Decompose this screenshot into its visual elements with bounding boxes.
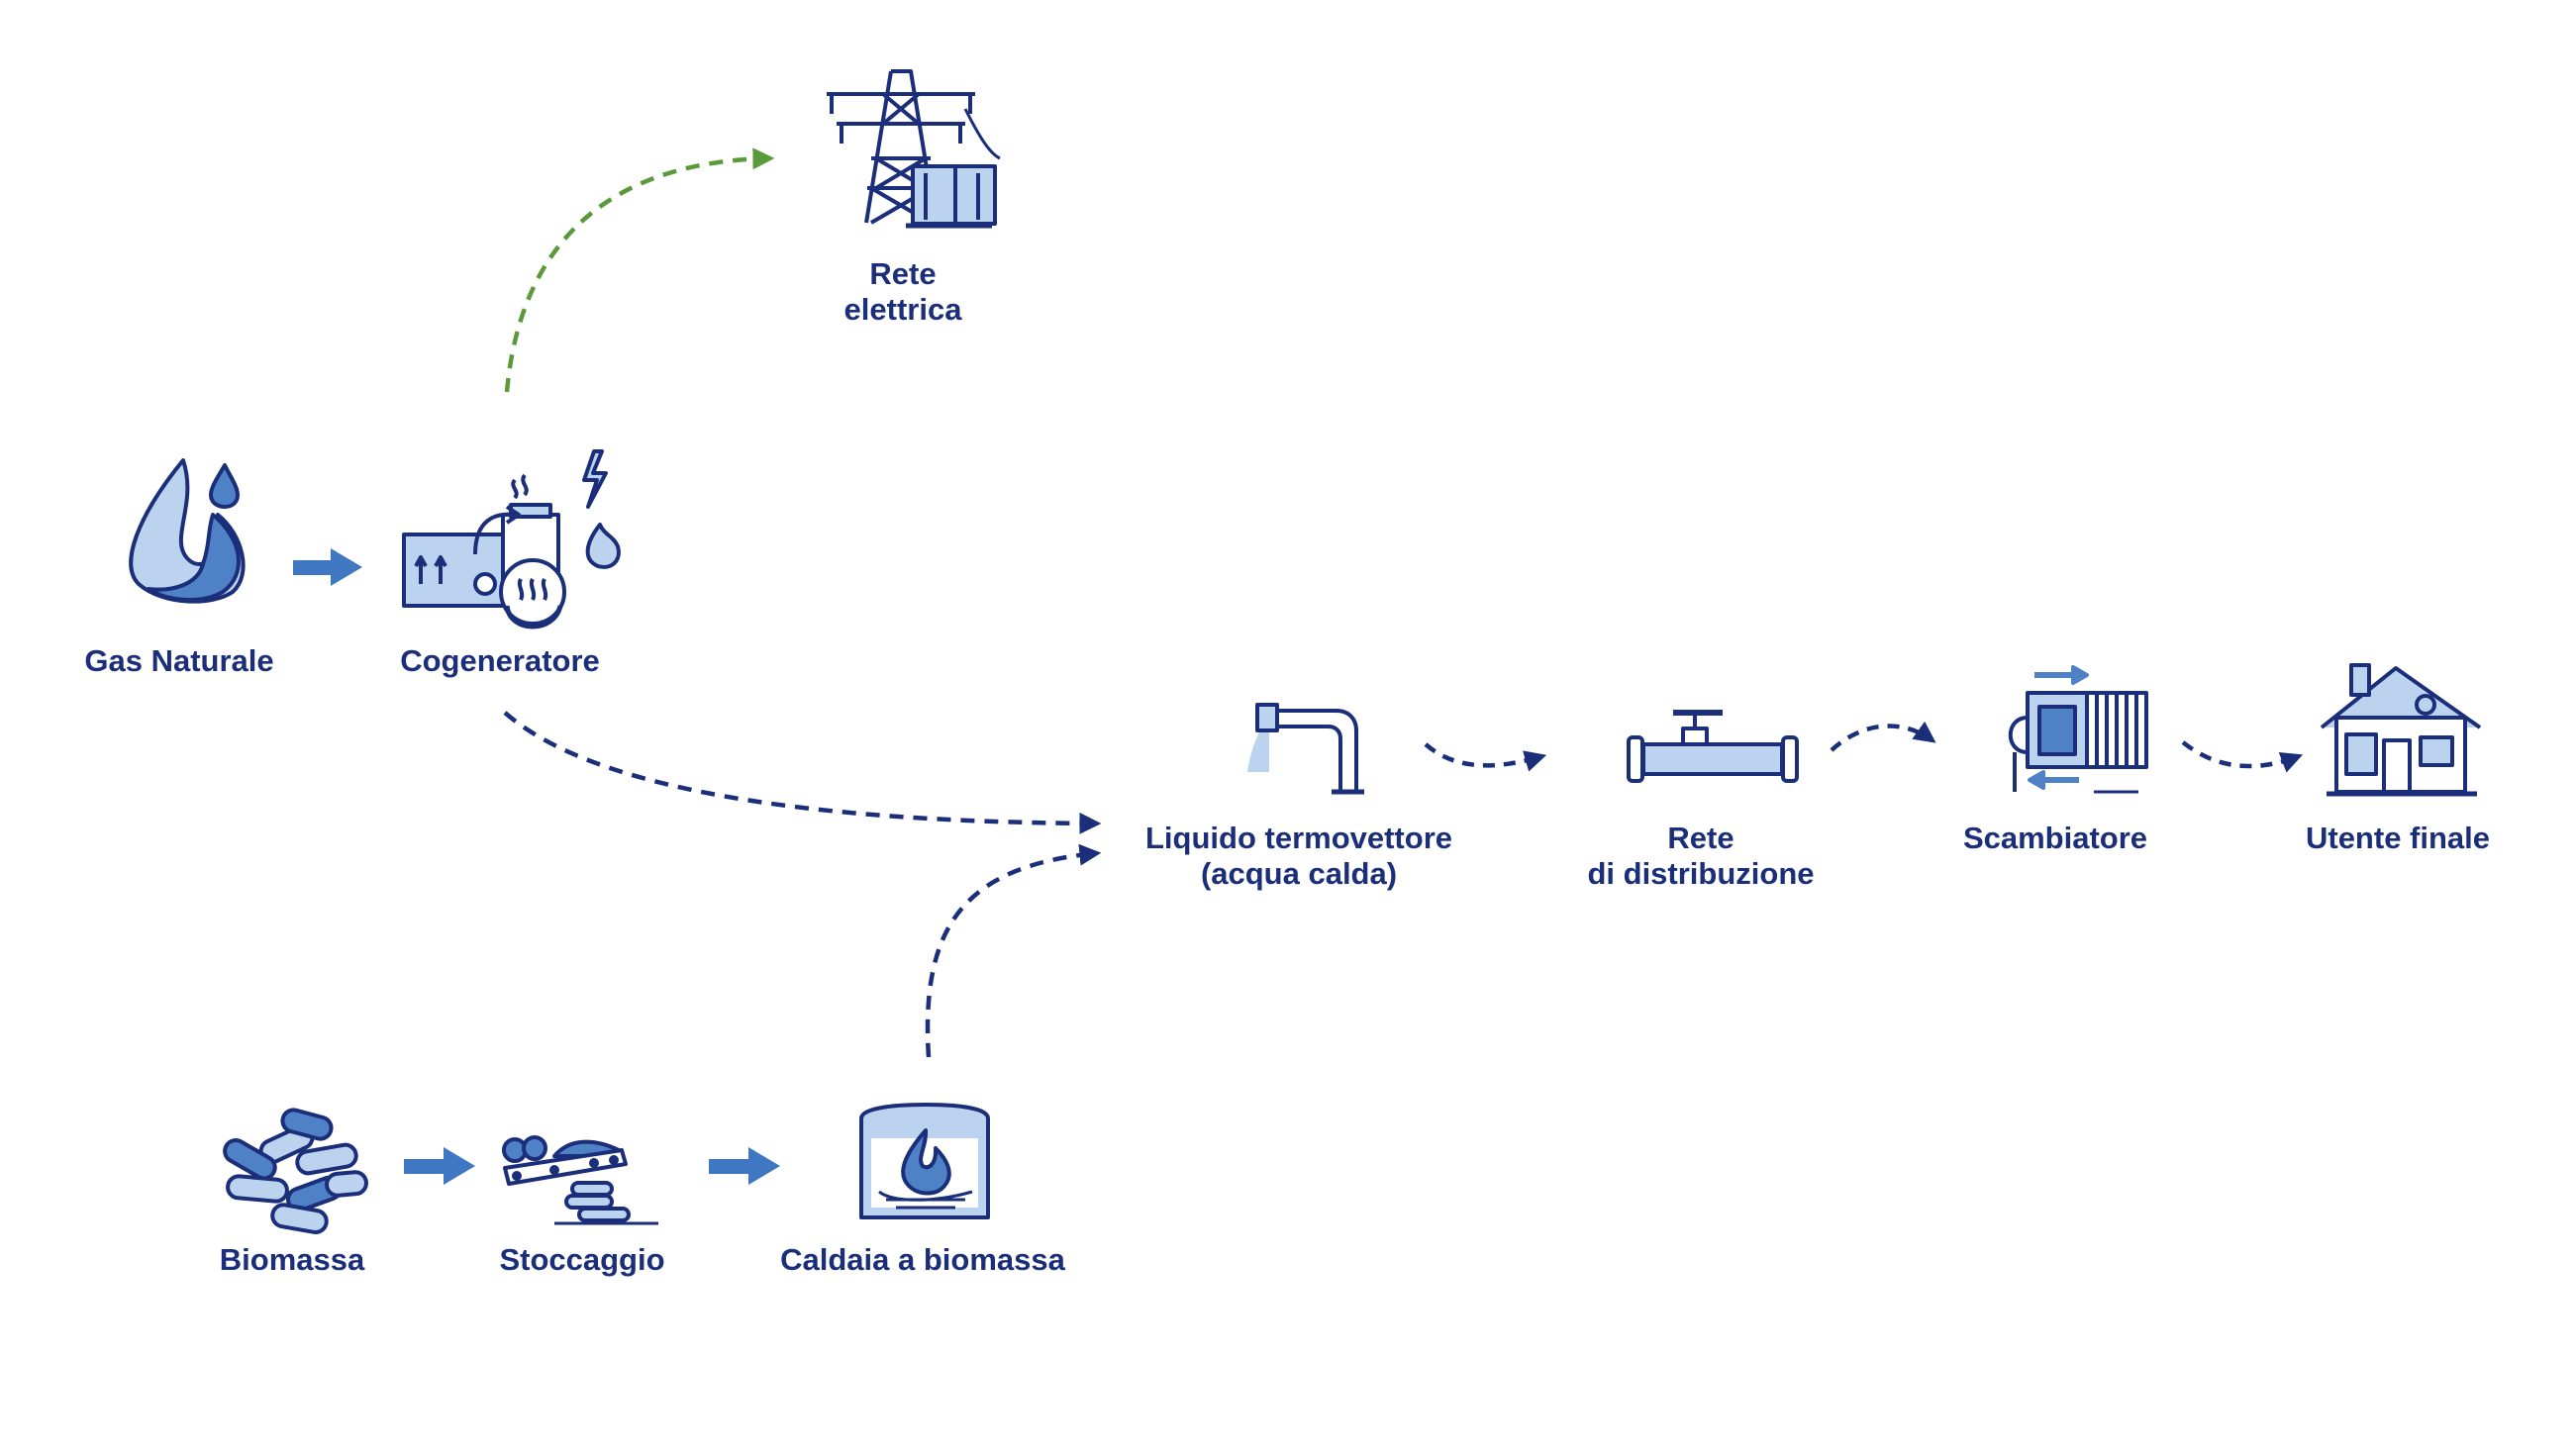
label-cogeneratore: Cogeneratore — [400, 643, 600, 678]
dashed-arrow-caldaia-to-liquido — [925, 843, 1102, 1058]
label-scambiatore: Scambiatore — [1963, 821, 2147, 855]
heat-exchanger-icon — [2008, 665, 2148, 794]
biomass-boiler-icon — [859, 1103, 990, 1219]
label-stoccaggio: Stoccaggio — [499, 1242, 664, 1277]
conveyor-storage-icon — [502, 1135, 658, 1225]
dashed-arrow-rete-to-scambiatore — [1830, 721, 1936, 752]
power-pylon-icon — [827, 69, 1001, 229]
dashed-arrow-cogen-to-liquido — [503, 711, 1102, 834]
label-rete-elettrica-line1: Rete — [869, 256, 936, 291]
label-rete-distribuzione-line1: Rete — [1667, 821, 1734, 855]
label-liquido-line2: (acqua calda) — [1201, 856, 1397, 891]
wood-logs-icon — [223, 1108, 368, 1234]
cogenerator-icon — [402, 449, 621, 630]
solid-arrow-stoccaggio-to-caldaia — [709, 1147, 780, 1185]
label-utente-finale: Utente finale — [2306, 821, 2490, 855]
pipe-valve-icon — [1627, 710, 1799, 783]
dashed-arrow-liquido-to-rete — [1424, 742, 1547, 772]
house-icon — [2320, 663, 2482, 797]
dashed-arrow-scambiatore-to-utente — [2181, 740, 2304, 773]
label-biomassa: Biomassa — [220, 1242, 365, 1277]
label-caldaia: Caldaia a biomassa — [780, 1242, 1066, 1277]
label-rete-elettrica-line2: elettrica — [844, 292, 963, 327]
flame-droplet-icon — [129, 458, 246, 604]
solid-arrow-biomassa-to-stoccaggio — [404, 1147, 475, 1185]
label-gas-naturale: Gas Naturale — [84, 643, 273, 678]
solid-arrow-gas-to-cogen — [293, 548, 362, 586]
faucet-icon — [1247, 703, 1364, 795]
label-liquido-line1: Liquido termovettore — [1145, 821, 1452, 855]
label-rete-distribuzione-line2: di distribuzione — [1587, 856, 1814, 891]
dashed-arrow-cogen-to-rete-elettrica — [504, 147, 775, 393]
